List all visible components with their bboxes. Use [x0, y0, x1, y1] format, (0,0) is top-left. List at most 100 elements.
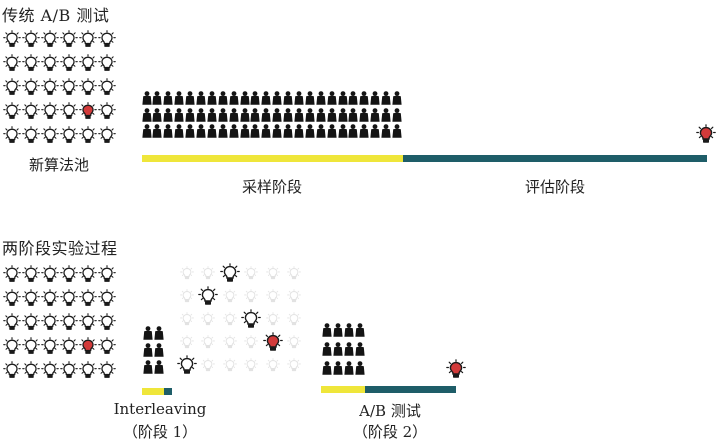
person-icon [348, 124, 359, 138]
person-icon [250, 91, 261, 105]
lightbulb-icon [59, 53, 78, 73]
person-icon [304, 91, 315, 105]
interleaving-sampling-bar [142, 388, 164, 395]
person-icon [142, 326, 153, 340]
person-icon [343, 342, 354, 356]
ab-test-label: A/B 测试 [359, 402, 421, 420]
lightbulb-icon [97, 101, 116, 121]
person-icon [261, 91, 272, 105]
person-icon [370, 124, 381, 138]
two-stage-pool-grid [2, 264, 116, 380]
person-icon [272, 124, 283, 138]
lightbulb-icon [21, 77, 40, 97]
person-icon [206, 91, 217, 105]
faded-lightbulb-icon [284, 354, 305, 376]
person-icon [250, 107, 261, 122]
lightbulb-icon [21, 336, 40, 356]
two-stage-title: 两阶段实验过程 [2, 239, 118, 258]
person-icon [185, 107, 196, 122]
faded-lightbulb-icon [219, 285, 240, 307]
person-icon [239, 91, 250, 105]
lightbulb-icon [78, 125, 97, 145]
lightbulb-icon [59, 312, 78, 332]
person-icon [293, 107, 304, 122]
lightbulb-icon [40, 101, 59, 121]
person-icon [283, 124, 294, 138]
lightbulb-icon [97, 288, 116, 308]
faded-lightbulb-icon [198, 308, 219, 330]
person-icon [141, 107, 152, 122]
lightbulb-icon [59, 29, 78, 49]
person-icon [326, 124, 337, 138]
lightbulb-icon [97, 312, 116, 332]
person-icon [321, 323, 332, 337]
faded-lightbulb-icon [262, 285, 283, 307]
person-icon [217, 124, 228, 138]
person-icon [163, 124, 174, 138]
person-icon [152, 107, 163, 122]
faded-lightbulb-icon [284, 285, 305, 307]
lightbulb-icon [21, 288, 40, 308]
person-icon [359, 107, 370, 122]
person-icon [195, 124, 206, 138]
person-icon [381, 124, 392, 138]
winner-lightbulb-icon [696, 124, 716, 148]
faded-lightbulb-icon [198, 331, 219, 353]
person-icon [321, 361, 332, 375]
red-lightbulb-icon [78, 101, 97, 121]
person-icon [293, 91, 304, 105]
person-icon [228, 124, 239, 138]
faded-lightbulb-icon [284, 308, 305, 330]
lightbulb-icon [40, 288, 59, 308]
lightbulb-icon [2, 101, 21, 121]
person-icon [332, 342, 343, 356]
person-icon [304, 107, 315, 122]
lightbulb-icon [59, 264, 78, 284]
selected-lightbulb-icon [176, 354, 197, 376]
faded-lightbulb-icon [219, 331, 240, 353]
lightbulb-icon [78, 53, 97, 73]
faded-lightbulb-icon [219, 308, 240, 330]
stage2-label: （阶段 2） [352, 423, 428, 441]
lightbulb-icon [21, 101, 40, 121]
person-icon [142, 360, 153, 374]
person-icon [141, 124, 152, 138]
person-icon [370, 107, 381, 122]
faded-lightbulb-icon [198, 354, 219, 376]
lightbulb-icon [59, 336, 78, 356]
lightbulb-icon [97, 53, 116, 73]
person-icon [354, 323, 365, 337]
sampling-users-grid [141, 91, 402, 142]
ab-test-sampling-bar [321, 386, 365, 393]
person-icon [359, 124, 370, 138]
person-icon [354, 361, 365, 375]
person-icon [228, 107, 239, 122]
person-icon [315, 107, 326, 122]
person-icon [321, 342, 332, 356]
person-icon [304, 124, 315, 138]
person-icon [153, 360, 164, 374]
lightbulb-icon [2, 77, 21, 97]
stage1-label: （阶段 1） [122, 423, 198, 441]
lightbulb-icon [2, 336, 21, 356]
faded-lightbulb-icon [241, 354, 262, 376]
lightbulb-icon [21, 29, 40, 49]
person-icon [283, 91, 294, 105]
person-icon [332, 323, 343, 337]
evaluation-stage-label: 评估阶段 [524, 178, 585, 196]
person-icon [326, 91, 337, 105]
lightbulb-icon [40, 312, 59, 332]
lightbulb-icon [59, 125, 78, 145]
person-icon [370, 91, 381, 105]
lightbulb-icon [40, 53, 59, 73]
person-icon [239, 124, 250, 138]
person-icon [163, 91, 174, 105]
person-icon [142, 343, 153, 357]
person-icon [391, 91, 402, 105]
faded-lightbulb-icon [219, 354, 240, 376]
person-icon [343, 323, 354, 337]
ab-test-winner-lightbulb-icon [446, 359, 466, 383]
person-icon [315, 91, 326, 105]
lightbulb-icon [78, 360, 97, 380]
person-icon [359, 91, 370, 105]
